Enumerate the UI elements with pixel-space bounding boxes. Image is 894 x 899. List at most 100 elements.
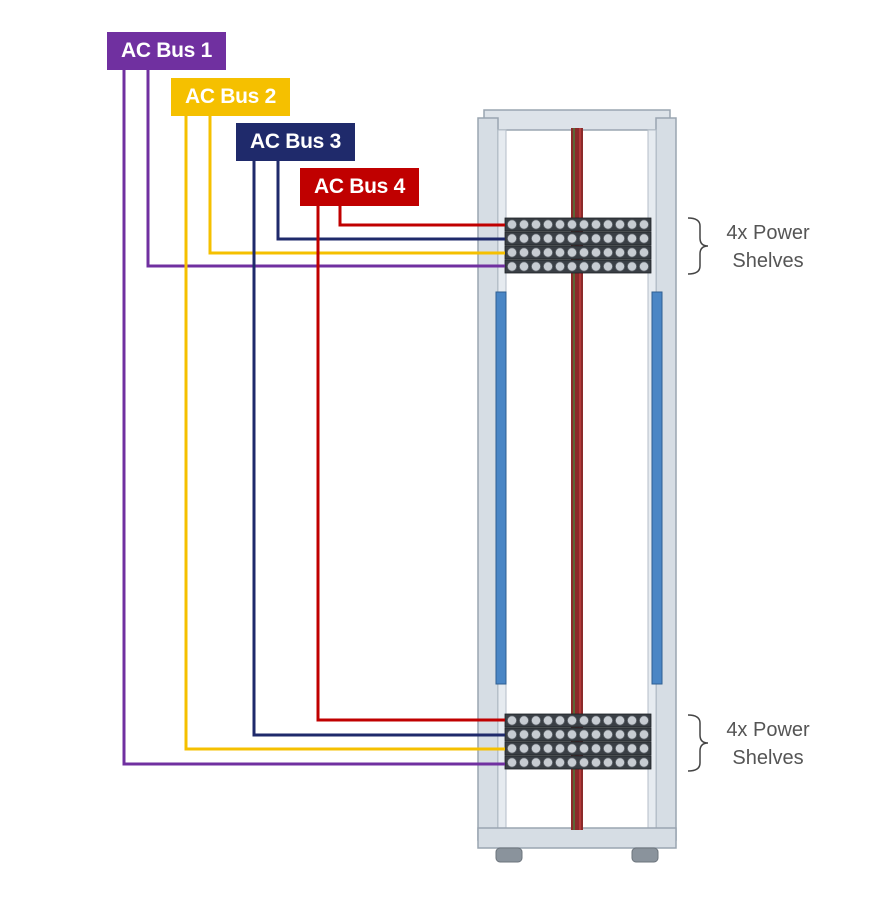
fan-icon — [603, 233, 614, 244]
fan-icon — [567, 233, 578, 244]
fan-icon — [519, 743, 530, 754]
fan-icon — [639, 233, 650, 244]
fan-icon — [615, 757, 626, 768]
fan-icon — [603, 757, 614, 768]
fan-icon — [567, 219, 578, 230]
fan-icon — [591, 233, 602, 244]
fan-icon — [603, 261, 614, 272]
ac-bus-1-lower-cable — [122, 70, 505, 766]
fan-icon — [531, 247, 542, 258]
ac-bus-3-lower-cable — [252, 161, 505, 737]
upper-shelves-label-line1: 4x Power — [726, 222, 810, 244]
ac-bus-1-label: AC Bus 1 — [107, 32, 226, 70]
fan-icon — [579, 261, 590, 272]
fan-icon — [603, 729, 614, 740]
fan-icon — [627, 729, 638, 740]
fan-icon — [506, 743, 517, 754]
fan-icon — [579, 247, 590, 258]
fan-icon — [567, 715, 578, 726]
power-cables — [122, 70, 505, 766]
fan-icon — [519, 261, 530, 272]
fan-icon — [639, 247, 650, 258]
fan-icon — [579, 219, 590, 230]
fan-icon — [555, 233, 566, 244]
fan-icon — [615, 219, 626, 230]
fan-icon — [531, 261, 542, 272]
fan-icon — [615, 261, 626, 272]
fan-icon — [567, 743, 578, 754]
fan-icon — [627, 247, 638, 258]
fan-icon — [567, 247, 578, 258]
fan-icon — [627, 757, 638, 768]
fan-icon — [579, 757, 590, 768]
ac-bus-2-upper-cable — [208, 116, 505, 255]
fan-icon — [579, 743, 590, 754]
ac-bus-2-lower-cable — [184, 116, 505, 751]
upper-power-shelves — [504, 217, 652, 274]
fan-icon — [543, 247, 554, 258]
fan-icon — [519, 715, 530, 726]
fan-icon — [531, 729, 542, 740]
fan-icon — [591, 219, 602, 230]
fan-icon — [591, 247, 602, 258]
fan-icon — [555, 743, 566, 754]
fan-icon — [627, 233, 638, 244]
fan-icon — [543, 743, 554, 754]
fan-icon — [519, 219, 530, 230]
fan-icon — [555, 261, 566, 272]
fan-icon — [543, 715, 554, 726]
fan-icon — [531, 219, 542, 230]
fan-icon — [506, 715, 517, 726]
fan-icon — [639, 715, 650, 726]
server-rack — [477, 109, 677, 863]
ac-bus-3-upper-cable — [276, 161, 505, 241]
lower-shelves-label-line2: Shelves — [732, 747, 804, 769]
fan-icon — [615, 233, 626, 244]
fan-icon — [615, 247, 626, 258]
fan-icon — [506, 729, 517, 740]
fan-icon — [591, 757, 602, 768]
fan-icon — [506, 261, 517, 272]
lower-shelves-label-line1: 4x Power — [726, 719, 810, 741]
fan-icon — [603, 715, 614, 726]
lower-power-shelves — [504, 713, 652, 770]
fan-icon — [591, 743, 602, 754]
rack-bottom-bar — [477, 827, 677, 849]
fan-icon — [531, 757, 542, 768]
fan-icon — [639, 219, 650, 230]
ac-bus-4-label: AC Bus 4 — [300, 168, 419, 206]
ac-bus-4-lower-cable — [316, 206, 505, 722]
fan-icon — [506, 247, 517, 258]
rack-right-caster — [631, 847, 659, 863]
fan-icon — [543, 219, 554, 230]
ac-bus-2-label: AC Bus 2 — [171, 78, 290, 116]
upper-shelves-label-line2: Shelves — [732, 250, 804, 272]
fan-icon — [591, 729, 602, 740]
fan-icon — [615, 715, 626, 726]
fan-icon — [543, 233, 554, 244]
fan-icon — [627, 743, 638, 754]
fan-icon — [506, 219, 517, 230]
fan-icon — [555, 219, 566, 230]
fan-icon — [531, 715, 542, 726]
rack-left-caster — [495, 847, 523, 863]
ac-bus-4-upper-cable — [338, 206, 505, 227]
fan-icon — [603, 219, 614, 230]
fan-icon — [519, 757, 530, 768]
fan-icon — [627, 219, 638, 230]
fan-icon — [555, 715, 566, 726]
fan-icon — [567, 261, 578, 272]
pdu-strip-left — [495, 291, 507, 685]
fan-icon — [567, 757, 578, 768]
fan-icon — [555, 757, 566, 768]
fan-icon — [579, 729, 590, 740]
upper-shelves-brace — [687, 217, 709, 275]
fan-icon — [627, 261, 638, 272]
fan-icon — [519, 233, 530, 244]
fan-icon — [591, 715, 602, 726]
pdu-strip-right — [651, 291, 663, 685]
fan-icon — [627, 715, 638, 726]
fan-icon — [543, 729, 554, 740]
fan-icon — [579, 233, 590, 244]
